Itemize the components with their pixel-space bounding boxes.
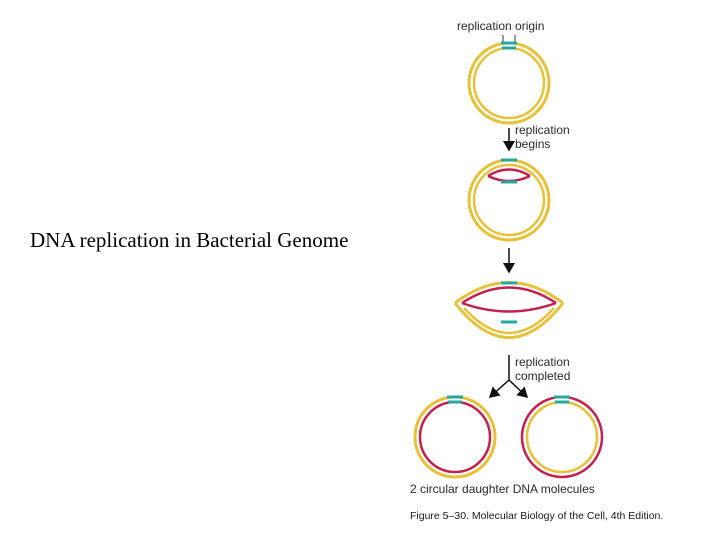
origin-label: replication origin [457, 19, 544, 33]
begins-label-line2: begins [515, 137, 550, 151]
daughter-circle-right [520, 395, 604, 479]
slide-title: DNA replication in Bacterial Genome [30, 228, 349, 252]
stage-1-parental-circle [467, 41, 551, 125]
split-arrows [488, 355, 529, 399]
completed-label-line2: completed [515, 369, 570, 383]
daughters-label: 2 circular daughter DNA molecules [410, 482, 595, 496]
daughter-circle-left [413, 395, 497, 479]
begins-label-line1: replication [515, 123, 570, 137]
figure-caption: Figure 5–30. Molecular Biology of the Ce… [410, 510, 663, 522]
stage-3-theta-structure [453, 281, 565, 339]
completed-label-line1: replication [515, 355, 570, 369]
stage-2-bubble [467, 158, 551, 242]
